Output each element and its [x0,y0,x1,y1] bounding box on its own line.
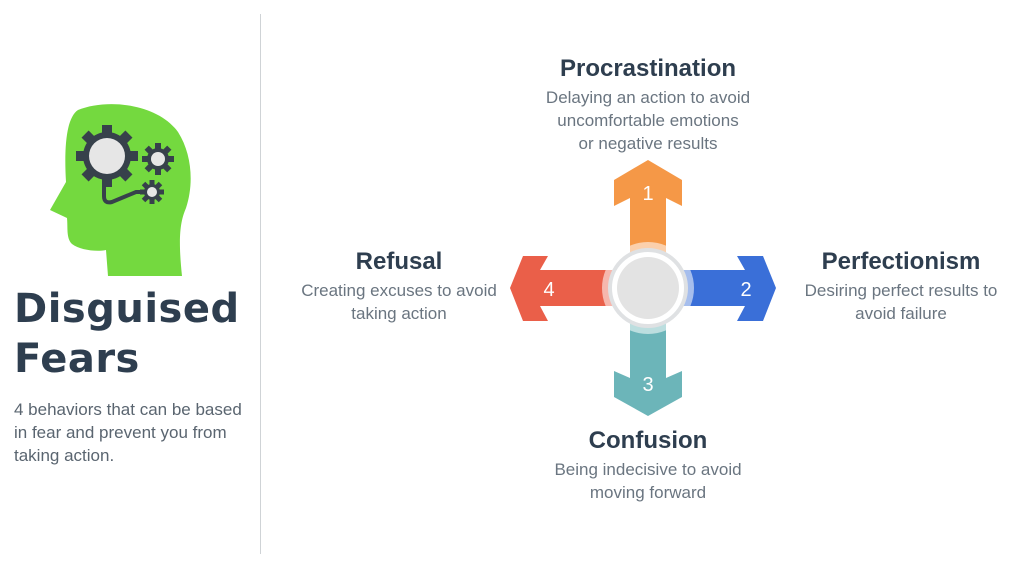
refusal-desc: Creating excuses to avoid taking action [274,279,524,325]
block-refusal: Refusal Creating excuses to avoid taking… [274,247,524,325]
confusion-desc: Being indecisive to avoid moving forward [510,458,786,504]
refusal-title: Refusal [355,248,443,275]
head-with-gears-icon [40,104,200,277]
page-title: Disguised Fears [14,284,254,384]
arrow-number-3: 3 [642,374,653,396]
block-procrastination: Procrastination Delaying an action to av… [500,54,796,155]
perfectionism-desc: Desiring perfect results to avoid failur… [778,279,1024,325]
procrastination-desc-line: uncomfortable emotions [557,111,739,130]
page-subtitle: 4 behaviors that can be based in fear an… [14,400,242,465]
center-hub [617,257,679,319]
block-perfectionism: Perfectionism Desiring perfect results t… [778,247,1024,325]
title-line-1: Disguised [14,286,240,332]
arrow-number-4: 4 [543,279,554,301]
procrastination-desc: Delaying an action to avoid uncomfortabl… [500,86,796,155]
perfectionism-desc-line: avoid failure [855,304,947,323]
confusion-desc-line: moving forward [589,483,707,502]
title-line-2: Fears [14,336,140,382]
vertical-divider [260,14,261,554]
procrastination-desc-line: Delaying an action to avoid [545,88,751,107]
perfectionism-title: Perfectionism [821,248,981,275]
left-panel: Disguised Fears 4 behaviors that can be … [0,0,260,576]
perfectionism-desc-line: Desiring perfect results to [804,281,998,300]
refusal-desc-line: taking action [351,304,447,323]
confusion-title: Confusion [588,427,708,454]
arrow-number-1: 1 [642,183,653,205]
refusal-desc-line: Creating excuses to avoid [301,281,497,300]
procrastination-desc-line: or negative results [578,134,718,153]
procrastination-title: Procrastination [559,55,737,82]
block-confusion: Confusion Being indecisive to avoid movi… [510,426,786,504]
arrow-number-2: 2 [740,279,751,301]
confusion-desc-line: Being indecisive to avoid [554,460,742,479]
